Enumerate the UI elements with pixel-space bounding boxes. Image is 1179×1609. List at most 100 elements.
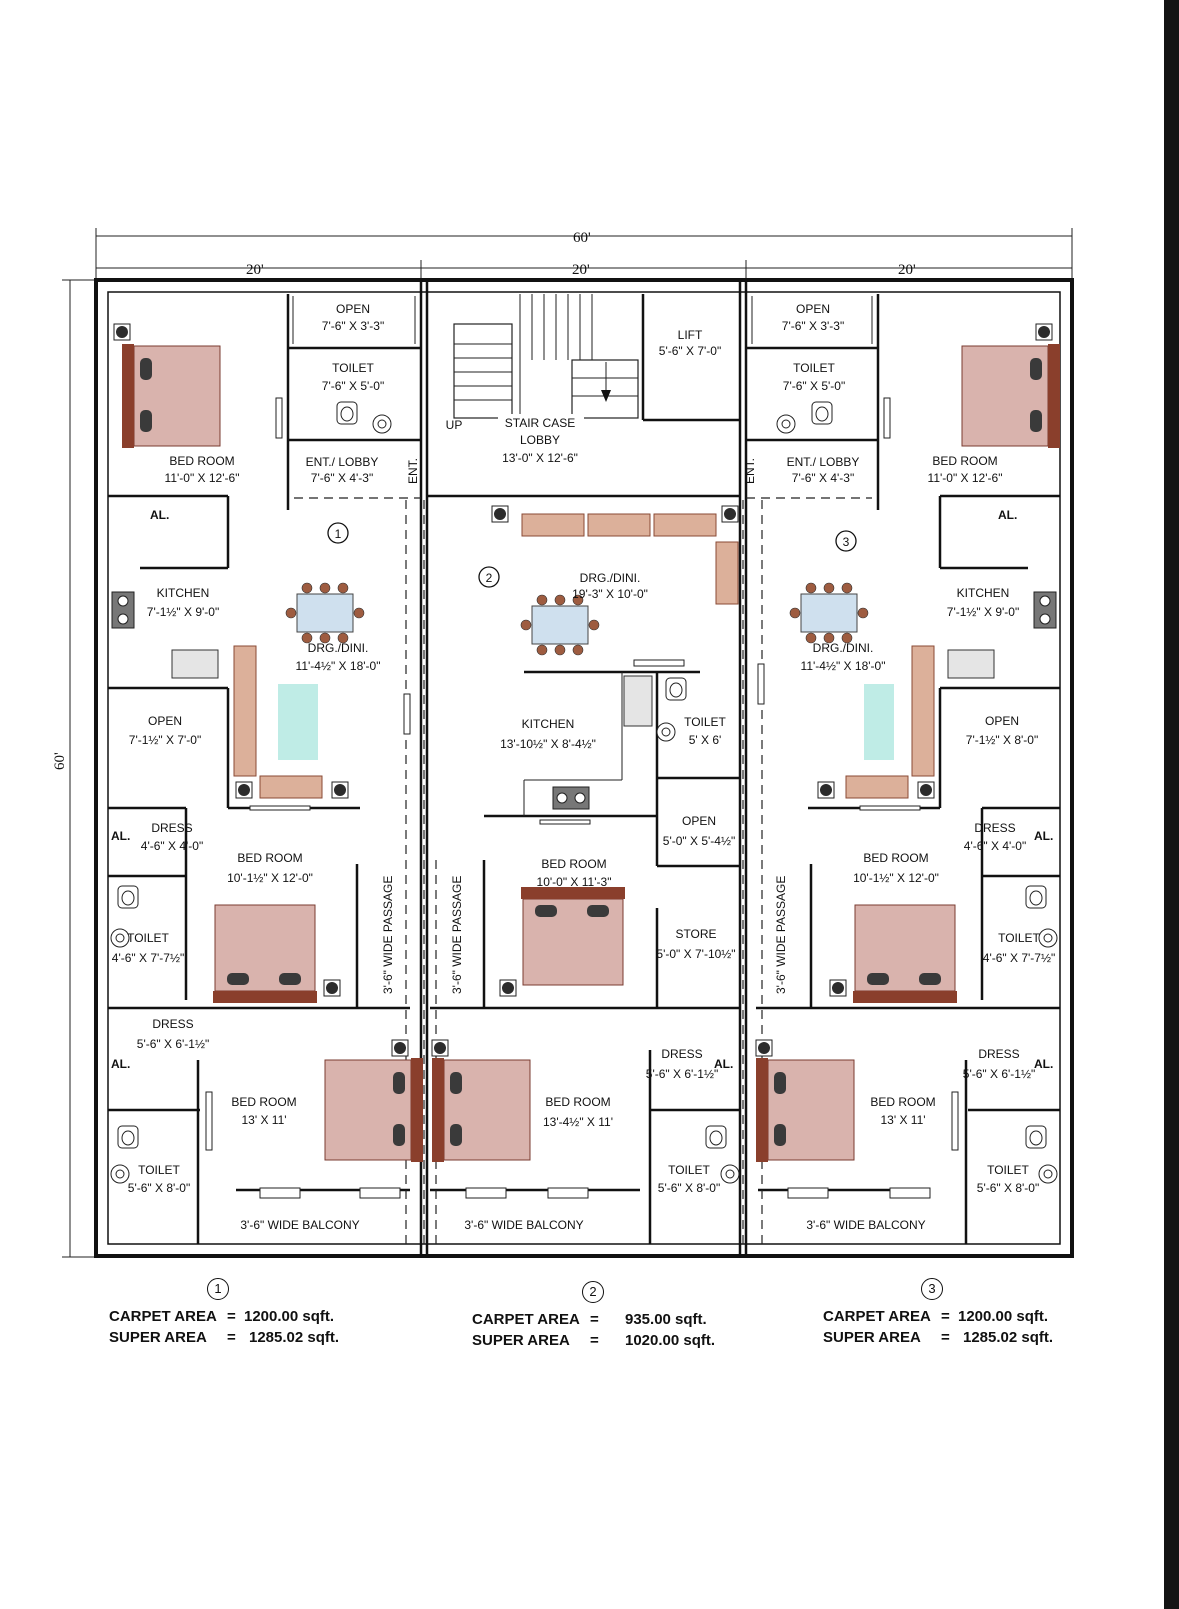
unit-3-dress-1-name: DRESS <box>974 821 1015 835</box>
overall-width-label: 60' <box>573 230 591 246</box>
unit-1-dress-1-size: 4'-6" X 4'-0" <box>141 839 203 853</box>
unit-2-al: AL. <box>714 1057 733 1071</box>
toilet-icon <box>1025 885 1047 909</box>
bed-icon <box>324 1057 424 1163</box>
plant-icon <box>431 1039 449 1057</box>
unit-1-toilet-1-name: TOILET <box>332 361 374 375</box>
unit-2-balcony: 3'-6" WIDE BALCONY <box>464 1218 583 1232</box>
unit-2-bed-room-1-name: BED ROOM <box>541 857 606 871</box>
super-area-equals: = <box>227 1329 236 1346</box>
carpet-area-label: CARPET AREA <box>472 1311 580 1328</box>
toilet-icon <box>1025 1125 1047 1149</box>
unit-1-ent-lobby-name: ENT./ LOBBY <box>306 455 379 469</box>
toilet-icon <box>811 401 833 425</box>
carpet-area-row: CARPET AREA = 935.00 sqft. <box>472 1309 715 1330</box>
plant-icon <box>829 979 847 997</box>
super-area-equals: = <box>590 1332 599 1349</box>
unit-1-open-2-size: 7'-1½" X 7'-0" <box>129 733 201 747</box>
unit-3-bed-room-2-name: BED ROOM <box>863 851 928 865</box>
unit-1-toilet-2-name: TOILET <box>127 931 169 945</box>
plant-icon <box>917 781 935 799</box>
unit-3-bed-room-1-size: 11'-0" X 12'-6" <box>928 471 1003 485</box>
basin-icon <box>776 414 796 434</box>
carpet-area-equals: = <box>941 1308 950 1325</box>
dimension-lines <box>62 228 1073 1258</box>
unit-3-ent-lobby-size: 7'-6" X 4'-3" <box>792 471 854 485</box>
unit-2-kitchen-name: KITCHEN <box>522 717 575 731</box>
basin-icon <box>1038 928 1058 948</box>
lift-name: LIFT <box>678 328 703 342</box>
unit-1-bed-room-1-size: 11'-0" X 12'-6" <box>165 471 240 485</box>
unit-3-ent-label: ENT. <box>743 458 757 484</box>
unit-2-toilet-1-name: TOILET <box>684 715 726 729</box>
basin-icon <box>720 1164 740 1184</box>
plant-icon <box>331 781 349 799</box>
staircase-name-2: LOBBY <box>520 433 560 447</box>
unit-1-al-2: AL. <box>111 829 130 843</box>
unit-1-drg-dini-name: DRG./DINI. <box>308 641 369 655</box>
unit-2-toilet-2-name: TOILET <box>668 1163 710 1177</box>
unit-3-bed-room-1-name: BED ROOM <box>932 454 997 468</box>
unit-1-bed-room-3-size: 13' X 11' <box>241 1113 286 1127</box>
unit-1-open-1-name: OPEN <box>336 302 370 316</box>
unit-3-toilet-2-size: 4'-6" X 7'-7½" <box>983 951 1055 965</box>
carpet-area-value: 1200.00 sqft. <box>958 1308 1049 1325</box>
super-area-label: SUPER AREA <box>823 1329 921 1346</box>
unit-1-kitchen-size: 7'-1½" X 9'-0" <box>147 605 219 619</box>
plant-icon <box>817 781 835 799</box>
lift-size: 5'-6" X 7'-0" <box>659 344 721 358</box>
basin-icon <box>110 1164 130 1184</box>
toilet-icon <box>665 677 687 701</box>
area-summary-number: 3 <box>921 1278 943 1300</box>
unit-1-toilet-3-name: TOILET <box>138 1163 180 1177</box>
unit-2-kitchen-size: 13'-10½" X 8'-4½" <box>500 737 596 751</box>
bed-icon <box>431 1057 531 1163</box>
plant-icon <box>755 1039 773 1057</box>
unit-3-dress-2-name: DRESS <box>978 1047 1019 1061</box>
plant-icon <box>323 979 341 997</box>
toilet-icon <box>117 1125 139 1149</box>
unit-1-ent-lobby-size: 7'-6" X 4'-3" <box>311 471 373 485</box>
unit-3-dress-1-size: 4'-6" X 4'-0" <box>964 839 1026 853</box>
carpet-area-row: CARPET AREA = 1200.00 sqft. <box>823 1306 1053 1327</box>
unit-3-drg-dini-name: DRG./DINI. <box>813 641 874 655</box>
unit-1-dress-2-name: DRESS <box>152 1017 193 1031</box>
unit-2-dress-size: 5'-6" X 6'-1½" <box>646 1067 718 1081</box>
page-edge <box>1164 0 1179 1609</box>
unit-1-ent-label: ENT. <box>406 458 420 484</box>
unit-1-open-1-size: 7'-6" X 3'-3" <box>322 319 384 333</box>
super-area-row: SUPER AREA = 1285.02 sqft. <box>823 1327 1053 1348</box>
unit-3-toilet-1-size: 7'-6" X 5'-0" <box>783 379 845 393</box>
carpet-area-row: CARPET AREA = 1200.00 sqft. <box>109 1306 339 1327</box>
dining-table-icon <box>285 582 365 644</box>
unit-2-toilet-1-size: 5' X 6' <box>689 733 722 747</box>
super-area-row: SUPER AREA = 1285.02 sqft. <box>109 1327 339 1348</box>
unit-3-number: 3 <box>843 535 850 549</box>
area-summary-number: 2 <box>582 1281 604 1303</box>
stove-icon <box>111 591 135 629</box>
unit-3-bed-room-3-name: BED ROOM <box>870 1095 935 1109</box>
unit-3-drg-dini-size: 11'-4½" X 18'-0" <box>801 659 886 673</box>
unit-1-dress-1-name: DRESS <box>151 821 192 835</box>
toilet-icon <box>336 401 358 425</box>
unit-3-kitchen-name: KITCHEN <box>957 586 1010 600</box>
unit-2-width-label: 20' <box>572 262 590 278</box>
dining-table-icon <box>789 582 869 644</box>
unit-2-store-name: STORE <box>675 927 716 941</box>
carpet-area-equals: = <box>590 1311 599 1328</box>
unit-2-bed-room-1-size: 10'-0" X 11'-3" <box>537 875 612 889</box>
unit-1-al-3: AL. <box>111 1057 130 1071</box>
unit-3-balcony: 3'-6" WIDE BALCONY <box>806 1218 925 1232</box>
bed-icon <box>212 904 318 1004</box>
unit-2-drg-dini-size: 19'-3" X 10'-0" <box>572 587 648 601</box>
unit-2-passage: 3'-6" WIDE PASSAGE <box>450 876 464 994</box>
outer-wall <box>94 278 1074 1258</box>
unit-2-number: 2 <box>486 571 493 585</box>
plant-icon <box>113 323 131 341</box>
plant-icon <box>1035 323 1053 341</box>
unit-3-open-1-size: 7'-6" X 3'-3" <box>782 319 844 333</box>
unit-3-dress-2-size: 5'-6" X 6'-1½" <box>963 1067 1035 1081</box>
unit-1-bed-room-3-name: BED ROOM <box>231 1095 296 1109</box>
unit-1-toilet-3-size: 5'-6" X 8'-0" <box>128 1181 190 1195</box>
